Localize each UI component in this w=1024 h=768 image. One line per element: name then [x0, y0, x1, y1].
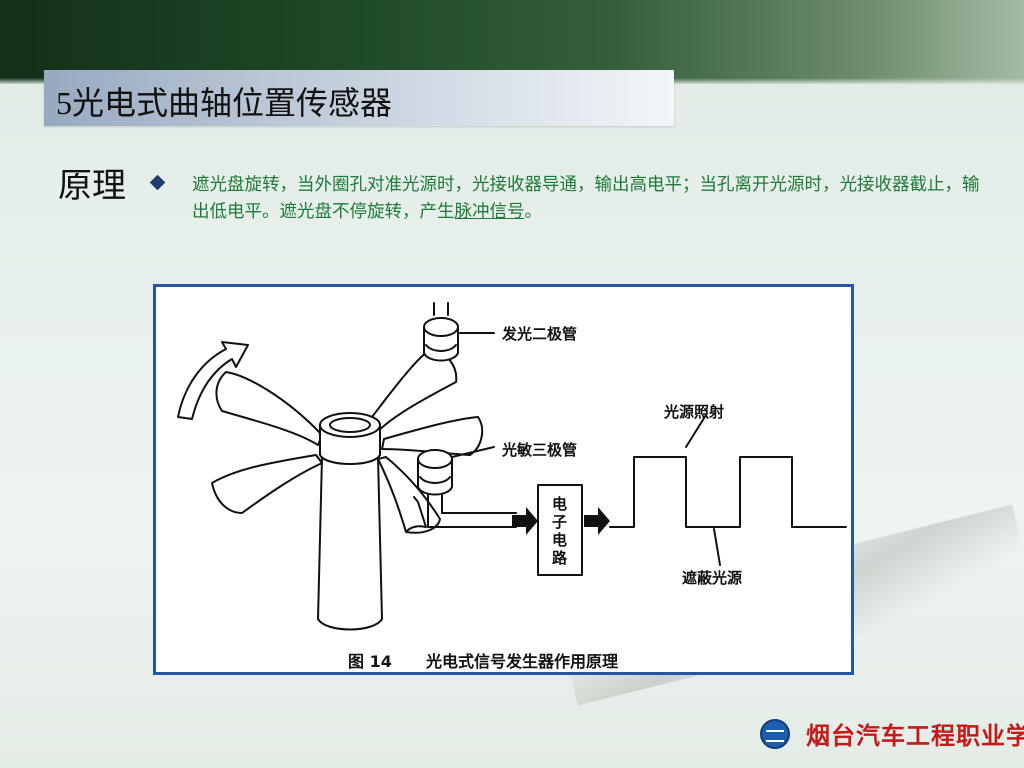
figure-frame: 发光二极管 光敏三极管 电 子 电 路 光源照射 遮蔽光源 图 14 光电式信号…	[153, 284, 854, 675]
principle-text: 遮光盘旋转，当外圈孔对准光源时，光接收器导通，输出高电平；当孔离开光源时，光接收…	[192, 172, 982, 226]
phototransistor-label: 光敏三极管	[501, 441, 577, 459]
title-number: 5	[56, 85, 72, 121]
pulse-waveform	[609, 456, 847, 528]
principle-text-main: 遮光盘旋转，当外圈孔对准光源时，光接收器导通，输出高电平；当孔离开光源时，光接收…	[192, 175, 980, 222]
shutter-disk-blades	[211, 348, 484, 534]
school-logo-icon	[760, 719, 790, 749]
title-text: 光电式曲轴位置传感器	[72, 84, 393, 122]
light-off-label: 遮蔽光源	[682, 569, 742, 587]
principle-text-end: 。	[524, 202, 543, 222]
rotation-arrow-icon	[177, 341, 249, 420]
electronic-circuit-box	[537, 484, 583, 576]
sensor-diagram: 发光二极管 光敏三极管 电 子 电 路 光源照射 遮蔽光源 图 14 光电式信号…	[177, 302, 847, 671]
figure-caption: 光电式信号发生器作用原理	[425, 652, 618, 671]
circuit-label-3: 电	[552, 531, 567, 549]
title-bar: 5光电式曲轴位置传感器	[44, 70, 674, 126]
figure-number: 图 14	[348, 652, 392, 671]
shaft-cylinder	[317, 456, 383, 631]
arrow-from-circuit-icon	[584, 507, 610, 535]
arrow-to-circuit-icon	[512, 507, 538, 535]
circuit-label-1: 电	[552, 495, 567, 513]
circuit-label-2: 子	[552, 513, 567, 531]
light-on-label: 光源照射	[663, 403, 724, 421]
diamond-bullet-icon	[149, 174, 166, 191]
section-label: 原理	[58, 166, 126, 206]
led-label: 发光二极管	[501, 325, 577, 343]
phototransistor	[417, 449, 453, 496]
school-name: 烟台汽车工程职业学院	[806, 721, 1024, 750]
pulse-signal-link[interactable]: 脉冲信号	[454, 202, 525, 222]
led-emitter	[423, 302, 459, 362]
disk-hub	[319, 412, 381, 465]
circuit-label-4: 路	[552, 549, 568, 567]
slide-title: 5光电式曲轴位置传感器	[56, 78, 392, 124]
